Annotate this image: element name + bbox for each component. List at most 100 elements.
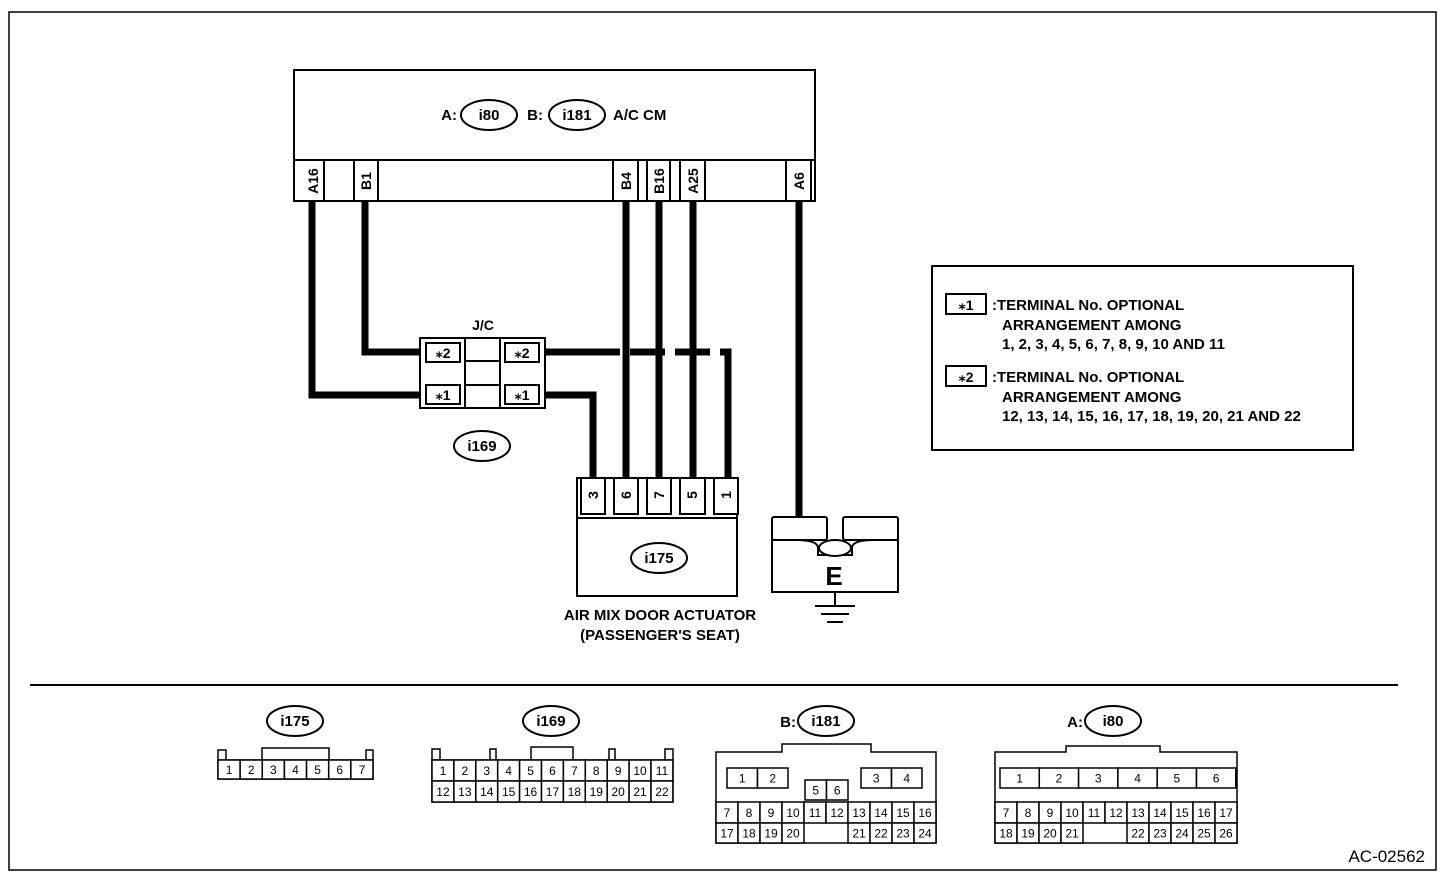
legend-item-1-line2: ARRANGEMENT AMONG (1002, 317, 1181, 334)
pin-number-i181-12: 12 (830, 806, 844, 820)
actuator-pin-7: 7 (651, 491, 667, 499)
pin-number-i169-3: 3 (483, 764, 490, 778)
pin-number-i181-16: 16 (918, 806, 932, 820)
pin-number-i169-14: 14 (480, 785, 494, 799)
pin-number-i169-8: 8 (593, 764, 600, 778)
jc-left-pin-1-label: ⁎1 (435, 387, 450, 403)
legend-item-1-line3: 1, 2, 3, 4, 5, 6, 7, 8, 9, 10 AND 11 (1002, 336, 1225, 353)
figure-code: AC-02562 (1348, 847, 1425, 866)
jc-left-pin-1 (425, 384, 461, 405)
pin-number-i181-3: 3 (873, 772, 880, 786)
legend: ⁎1 :TERMINAL No. OPTIONAL ARRANGEMENT AM… (931, 265, 1354, 451)
pin-number-i181-5: 5 (812, 784, 819, 798)
pin-cell (781, 822, 805, 844)
pin-number-i169-11: 11 (656, 764, 669, 778)
pin-number-i80-19: 19 (1021, 827, 1035, 841)
pin-number-i80-14: 14 (1153, 806, 1167, 820)
pin-number-i169-7: 7 (571, 764, 578, 778)
wire-jc1-to-pin3 (545, 391, 597, 478)
pin-number-i80-20: 20 (1043, 827, 1057, 841)
connector-badge-i181 (548, 99, 606, 131)
ground-point: E (771, 516, 899, 623)
pin-number-i181-24: 24 (918, 827, 932, 841)
pin-cell (350, 759, 374, 780)
pin-number-i169-1: 1 (440, 764, 447, 778)
module-prefix-a: A: (441, 107, 457, 124)
pin-number-i181-10: 10 (786, 806, 800, 820)
terminal-a16: A16 (305, 168, 321, 194)
pin-number-i181-18: 18 (742, 827, 756, 841)
pin-number-i175-4: 4 (292, 763, 299, 777)
pin-number-i175-5: 5 (314, 763, 321, 777)
jc-connector: i169 (467, 438, 496, 455)
pin-number-i80-11: 11 (1088, 806, 1101, 820)
module-name: A/C CM (613, 107, 666, 124)
connector-badge-i169 (453, 430, 511, 462)
wire-jc2-to-pin1 (545, 348, 732, 478)
connector-view-i80-prefix: A: (1067, 714, 1083, 731)
jc-left-pin-2 (425, 342, 461, 363)
pin-cell (1060, 822, 1084, 844)
pin-number-i181-13: 13 (852, 806, 866, 820)
pin-number-i175-3: 3 (270, 763, 277, 777)
connector-view-i175-badge (266, 705, 324, 737)
connector-view-i80-badge (1084, 705, 1142, 737)
pin-number-i181-21: 21 (852, 827, 866, 841)
pin-number-i169-2: 2 (462, 764, 469, 778)
pin-number-i181-7: 7 (724, 806, 731, 820)
wire-a16 (308, 201, 420, 399)
pin-number-i80-4: 4 (1134, 772, 1141, 786)
pin-number-i175-2: 2 (248, 763, 255, 777)
pin-number-i80-18: 18 (999, 827, 1013, 841)
pin-number-i181-15: 15 (896, 806, 910, 820)
pin-number-i80-6: 6 (1213, 772, 1220, 786)
pin-number-i181-8: 8 (746, 806, 753, 820)
connector-view-i175-label: i175 (280, 713, 309, 730)
joint-connector: J/C ⁎2 ⁎1 ⁎2 ⁎1 i169 (419, 317, 546, 462)
pin-number-i80-12: 12 (1109, 806, 1123, 820)
pin-number-i181-11: 11 (809, 806, 822, 820)
ac-control-module: A: i80 B: i181 A/C CM A16 B1 B4 B16 A25 … (293, 69, 816, 202)
connector-view-i181-label: i181 (811, 713, 840, 730)
pin-number-i169-9: 9 (615, 764, 622, 778)
connector-view-i80-label: i80 (1103, 713, 1124, 730)
pin-number-i175-1: 1 (226, 763, 233, 777)
terminal-a6: A6 (791, 172, 807, 190)
pin-number-i181-6: 6 (834, 784, 841, 798)
terminal-b1: B1 (358, 172, 374, 190)
pin-number-i169-22: 22 (655, 785, 669, 799)
legend-item-2-line1: :TERMINAL No. OPTIONAL (992, 369, 1184, 386)
pin-cell (1214, 822, 1238, 844)
pin-number-i80-23: 23 (1153, 827, 1167, 841)
actuator-pin-5: 5 (684, 491, 700, 499)
legend-item-1-line1: :TERMINAL No. OPTIONAL (992, 297, 1184, 314)
pin-number-i169-21: 21 (633, 785, 647, 799)
pin-number-i80-16: 16 (1197, 806, 1211, 820)
pin-cell (1195, 767, 1237, 789)
actuator-label-line2: (PASSENGER'S SEAT) (580, 627, 740, 644)
pin-cell (913, 822, 937, 844)
pin-number-i80-15: 15 (1175, 806, 1189, 820)
pin-number-i181-2: 2 (769, 772, 776, 786)
pin-number-i175-6: 6 (336, 763, 343, 777)
pin-number-i169-18: 18 (568, 785, 582, 799)
module-terminal-strip (293, 159, 816, 202)
pin-number-i169-19: 19 (590, 785, 604, 799)
pin-number-i169-10: 10 (633, 764, 647, 778)
module-connector-a: i80 (479, 107, 500, 124)
module-connector-b: i181 (562, 107, 591, 124)
pin-number-i169-17: 17 (546, 785, 560, 799)
pin-number-i169-15: 15 (502, 785, 516, 799)
pin-number-i169-20: 20 (611, 785, 625, 799)
pin-number-i181-19: 19 (764, 827, 778, 841)
legend-item-2-line2: ARRANGEMENT AMONG (1002, 389, 1181, 406)
connector-view-i169-badge (522, 705, 580, 737)
pin-number-i80-5: 5 (1174, 772, 1181, 786)
pin-number-i80-7: 7 (1003, 806, 1010, 820)
air-mix-door-actuator: 3 6 7 5 1 i175 AIR MIX DOOR ACTUATOR (PA… (564, 477, 756, 644)
pin-number-i80-21: 21 (1065, 827, 1079, 841)
